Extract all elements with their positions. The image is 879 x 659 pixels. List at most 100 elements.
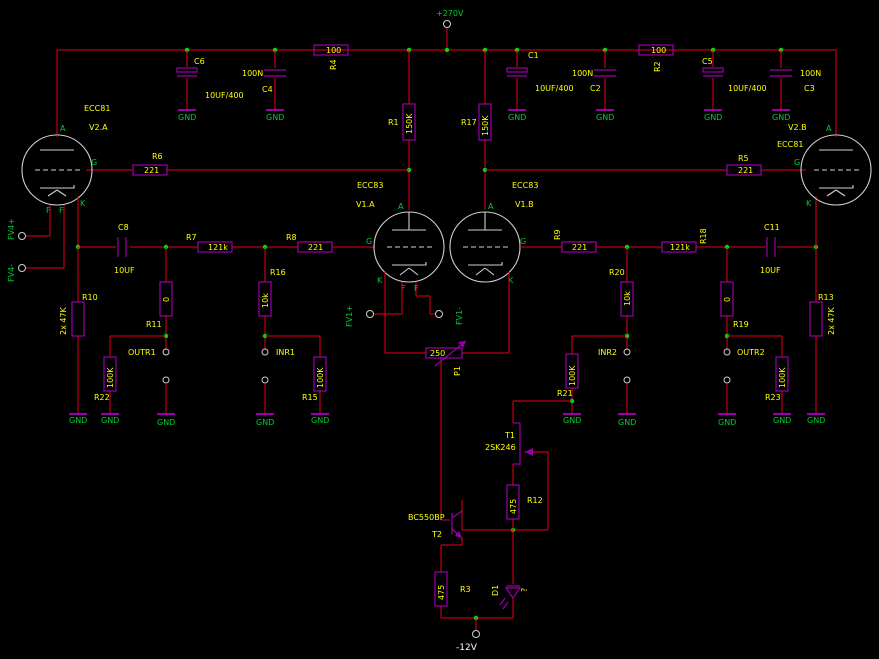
resistor-r20[interactable]: 10k R20 xyxy=(609,247,634,350)
svg-text:R7: R7 xyxy=(186,233,197,242)
resistor-r3[interactable]: 475 R3 xyxy=(434,571,513,621)
svg-text:G: G xyxy=(91,158,97,167)
svg-text:A: A xyxy=(398,202,404,211)
resistor-r9[interactable]: 221 R9 xyxy=(520,229,662,253)
svg-text:INR2: INR2 xyxy=(598,348,617,357)
resistor-r13[interactable]: GND R13 2x 47K xyxy=(807,196,836,425)
fv1-minus-terminal-icon[interactable] xyxy=(435,310,443,318)
svg-text:100: 100 xyxy=(651,46,666,55)
tube-v1a[interactable]: A G K F F ECC83 V1.A xyxy=(356,181,445,293)
svg-text:K: K xyxy=(508,276,514,285)
svg-text:R22: R22 xyxy=(94,393,110,402)
capacitor-c6[interactable]: GND C6 10UF/400 xyxy=(176,50,244,122)
svg-text:K: K xyxy=(377,276,383,285)
resistor-r7[interactable]: 121k R7 xyxy=(186,233,298,253)
resistor-r1[interactable]: 150K R1 xyxy=(388,50,416,210)
svg-text:R10: R10 xyxy=(82,293,98,302)
capacitor-c3[interactable]: GND 100N C3 xyxy=(770,50,821,122)
resistor-r10[interactable]: GND R10 2x 47K xyxy=(59,293,98,425)
svg-text:221: 221 xyxy=(144,166,159,175)
resistor-r19[interactable]: 0 R19 xyxy=(720,247,749,350)
supply-neg: -12V xyxy=(456,618,480,653)
resistor-r4[interactable]: 100 R4 xyxy=(313,44,349,70)
svg-text:10k: 10k xyxy=(623,291,632,306)
fv4-minus-terminal-icon[interactable] xyxy=(18,264,26,272)
svg-text:C8: C8 xyxy=(118,223,129,232)
svg-text:GND: GND xyxy=(69,416,87,425)
svg-text:R17: R17 xyxy=(461,118,477,127)
svg-text:R12: R12 xyxy=(527,496,543,505)
resistor-r6[interactable]: 221 R6 xyxy=(86,152,409,176)
svg-text:C4: C4 xyxy=(262,85,273,94)
left-cathode-net xyxy=(75,196,198,302)
resistor-r22[interactable]: GND 100K R22 xyxy=(94,335,166,425)
svg-text:ECC81: ECC81 xyxy=(777,140,803,149)
svg-text:10UF/400: 10UF/400 xyxy=(728,84,767,93)
capacitor-c11[interactable]: C11 10UF xyxy=(760,223,819,275)
heater-fv1: FV1+ FV1- xyxy=(345,282,464,327)
svg-text:221: 221 xyxy=(308,243,323,252)
capacitor-c4[interactable]: GND 100N C4 xyxy=(242,50,286,122)
port-inr1[interactable]: GND INR1 xyxy=(256,348,295,427)
svg-text:OUTR1: OUTR1 xyxy=(128,348,156,357)
supply-neg-terminal-icon[interactable] xyxy=(472,630,480,638)
svg-text:FV4-: FV4- xyxy=(7,264,16,282)
tube-v2a[interactable]: A G K F F ECC81 V2.A xyxy=(21,104,110,215)
supply-terminal-icon[interactable] xyxy=(443,20,451,28)
svg-text:C6: C6 xyxy=(194,57,205,66)
svg-text:C11: C11 xyxy=(764,223,780,232)
svg-text:100K: 100K xyxy=(778,367,787,388)
resistor-r23[interactable]: GND 100K R23 xyxy=(727,335,791,425)
svg-text:100K: 100K xyxy=(106,367,115,388)
svg-text:F: F xyxy=(59,206,64,215)
svg-text:GND: GND xyxy=(101,416,119,425)
transistor-t2[interactable]: BC550BP T2 xyxy=(408,500,513,572)
svg-text:GND: GND xyxy=(157,418,175,427)
svg-text:GND: GND xyxy=(178,113,196,122)
svg-text:GND: GND xyxy=(563,416,581,425)
svg-text:GND: GND xyxy=(773,416,791,425)
capacitor-c5[interactable]: GND C5 10UF/400 xyxy=(702,50,767,122)
port-outr1[interactable]: GND OUTR1 xyxy=(128,348,175,427)
resistor-r21[interactable]: GND 100K R21 xyxy=(557,335,627,425)
svg-text:G: G xyxy=(794,158,800,167)
svg-text:221: 221 xyxy=(738,166,753,175)
resistor-r12[interactable]: 475 R12 xyxy=(506,484,543,584)
svg-text:OUTR2: OUTR2 xyxy=(737,348,765,357)
svg-text:A: A xyxy=(60,124,66,133)
resistor-r11[interactable]: 0 R11 xyxy=(146,247,173,350)
port-inr2[interactable]: GND INR2 xyxy=(598,348,636,427)
port-outr2[interactable]: GND OUTR2 xyxy=(718,348,765,427)
resistor-r15[interactable]: GND 100K R15 xyxy=(265,335,329,425)
svg-text:G: G xyxy=(366,237,372,246)
potentiometer-p1[interactable]: 250 P1 xyxy=(425,340,467,376)
resistor-r2[interactable]: 100 R2 xyxy=(638,44,674,72)
svg-text:2x 47K: 2x 47K xyxy=(59,306,68,335)
svg-text:150K: 150K xyxy=(405,113,414,134)
svg-text:10UF: 10UF xyxy=(760,266,781,275)
capacitor-c1[interactable]: GND C1 10UF/400 xyxy=(506,50,574,122)
capacitor-c2[interactable]: GND 100N C2 xyxy=(572,50,616,122)
diode-d1[interactable]: D1 ? xyxy=(491,585,529,618)
svg-text:T1: T1 xyxy=(504,431,515,440)
resistor-r16[interactable]: 10k R16 xyxy=(258,247,286,350)
fv1-plus-terminal-icon[interactable] xyxy=(366,310,374,318)
svg-text:T2: T2 xyxy=(431,530,442,539)
capacitor-c8[interactable]: C8 10UF xyxy=(114,223,135,275)
resistor-r18[interactable]: 121k R18 xyxy=(661,228,765,253)
svg-text:100N: 100N xyxy=(572,69,593,78)
transistor-t1[interactable]: T1 2SK246 xyxy=(485,400,572,533)
svg-text:INR1: INR1 xyxy=(276,348,295,357)
svg-text:A: A xyxy=(826,124,832,133)
svg-text:R18: R18 xyxy=(699,228,708,244)
resistor-r8[interactable]: 221 R8 xyxy=(286,233,375,253)
fv4-plus-terminal-icon[interactable] xyxy=(18,232,26,240)
tube-v1b[interactable]: A G K ECC83 V1.B xyxy=(449,181,538,285)
resistor-r17[interactable]: 150K R17 xyxy=(461,50,492,210)
tube-v2b[interactable]: A G K V2.B ECC81 xyxy=(777,123,872,208)
svg-text:R3: R3 xyxy=(460,585,471,594)
svg-text:A: A xyxy=(488,202,494,211)
resistor-r5[interactable]: 221 R5 xyxy=(485,154,806,176)
svg-text:R5: R5 xyxy=(738,154,749,163)
